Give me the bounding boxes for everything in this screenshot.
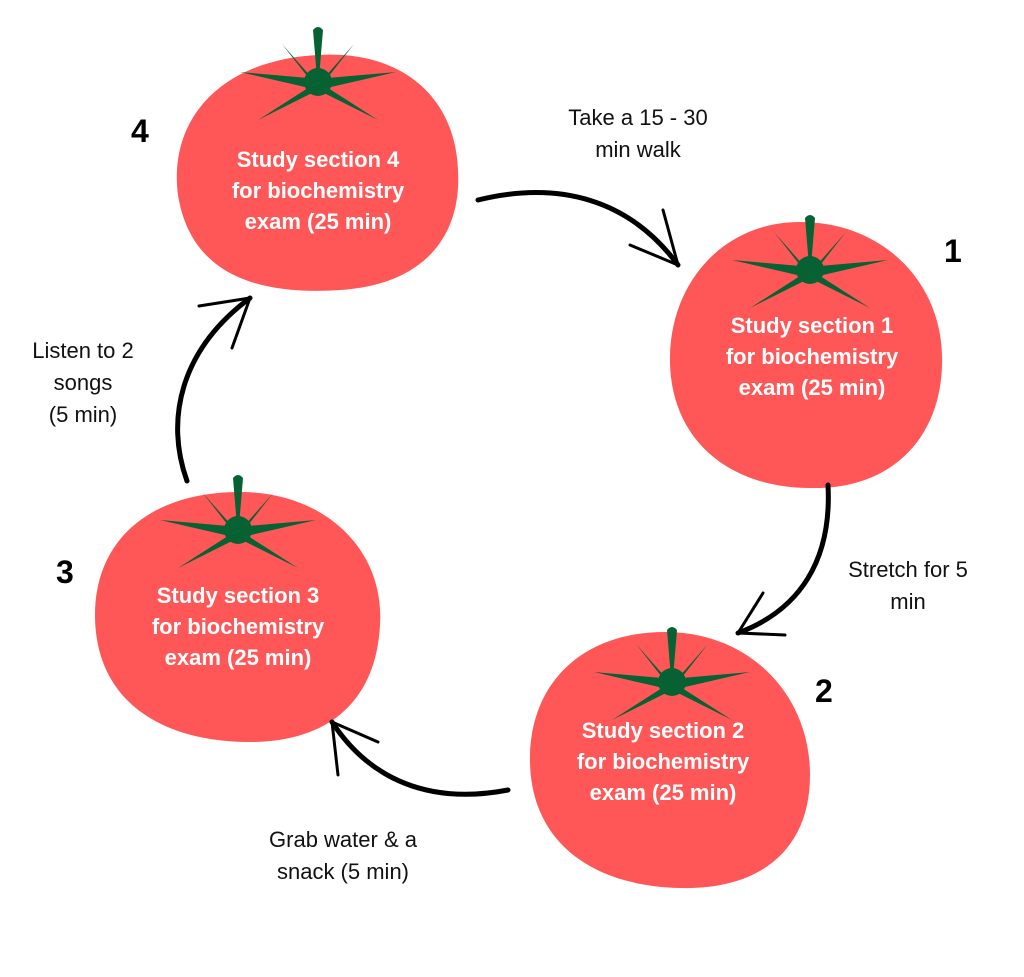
step-number-1: 1: [944, 233, 962, 269]
break-label-1-to-2: Stretch for 5 min: [818, 554, 998, 618]
label-line: Study section 3: [156, 583, 320, 608]
tomato-2-label: Study section 2 for biochemistry exam (2…: [543, 715, 783, 808]
tomato-1: [669, 215, 943, 489]
tomato-body: [95, 492, 381, 742]
break-label-4-to-1: Take a 15 - 30 min walk: [528, 102, 748, 166]
arrow-4-to-1: [475, 190, 681, 268]
tomato-3: [95, 475, 381, 742]
tomato-body: [529, 632, 810, 889]
label-line: exam (25 min): [738, 375, 886, 400]
break-line: Listen to 2: [32, 338, 134, 363]
step-number-4: 4: [131, 113, 149, 149]
label-line: Study section 2: [581, 718, 745, 743]
step-number-2: 2: [815, 673, 833, 709]
label-line: exam (25 min): [164, 645, 312, 670]
label-line: Study section 1: [730, 313, 894, 338]
tomato-2: [529, 627, 810, 889]
label-line: for biochemistry: [231, 178, 405, 203]
break-line: Grab water & a: [269, 827, 417, 852]
label-line: for biochemistry: [151, 614, 325, 639]
label-line: for biochemistry: [725, 344, 899, 369]
break-line: Stretch for 5: [848, 557, 968, 582]
label-line: for biochemistry: [576, 749, 750, 774]
label-line: Study section 4: [236, 147, 400, 172]
tomato-4: [176, 27, 459, 291]
break-line: min: [890, 589, 926, 614]
tomato-body: [669, 222, 943, 489]
tomato-body: [176, 54, 459, 291]
tomato-4-label: Study section 4 for biochemistry exam (2…: [198, 144, 438, 237]
arrow-3-to-4: [175, 295, 253, 484]
break-line: min walk: [595, 137, 681, 162]
label-line: exam (25 min): [244, 209, 392, 234]
break-line: snack (5 min): [276, 859, 410, 884]
break-line: (5 min): [48, 402, 118, 427]
break-line: songs: [53, 370, 113, 395]
tomato-1-label: Study section 1 for biochemistry exam (2…: [692, 310, 932, 403]
break-label-2-to-3: Grab water & a snack (5 min): [238, 824, 448, 888]
break-label-3-to-4: Listen to 2 songs (5 min): [13, 335, 153, 431]
break-line: Take a 15 - 30: [568, 105, 708, 130]
step-number-3: 3: [56, 554, 74, 590]
tomato-3-label: Study section 3 for biochemistry exam (2…: [118, 580, 358, 673]
label-line: exam (25 min): [589, 780, 737, 805]
arrow-2-to-3: [329, 719, 511, 797]
arrow-1-to-2: [735, 482, 831, 637]
